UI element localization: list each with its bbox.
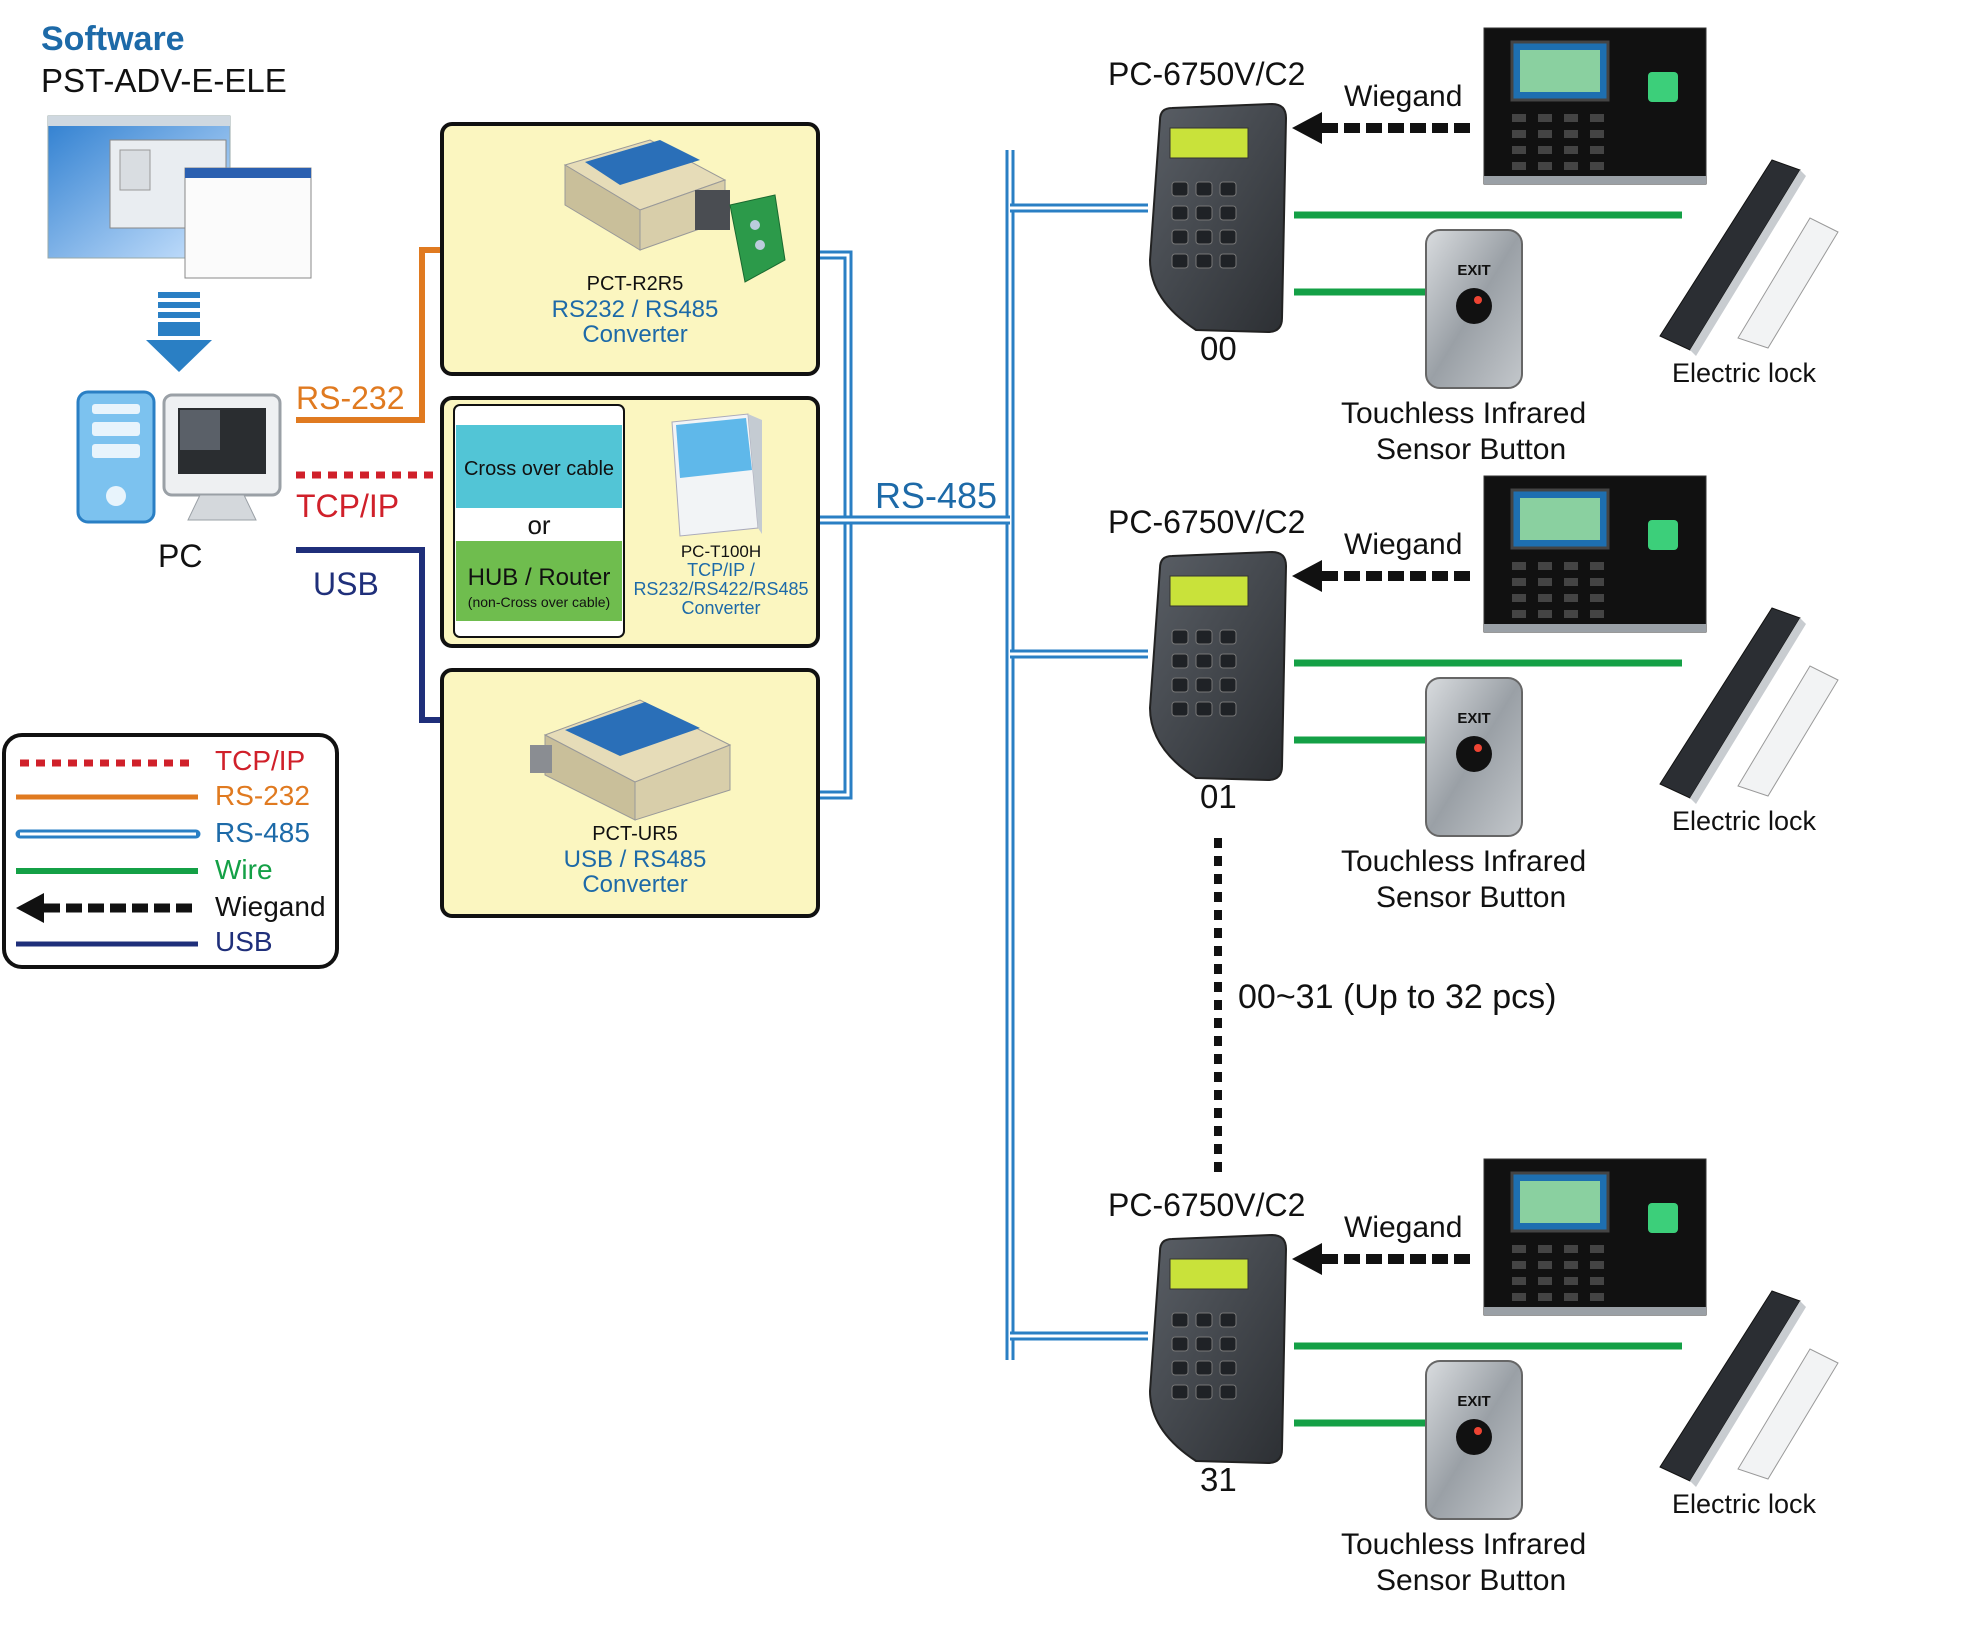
wiegand-label: Wiegand — [1344, 80, 1463, 113]
usb-link — [296, 547, 442, 723]
rs485-bus — [818, 150, 1148, 1360]
exit-button-icon — [1425, 677, 1523, 837]
electric-lock-icon — [1659, 159, 1839, 356]
legend-label-tcpip: TCP/IP — [215, 745, 306, 776]
legend-label-rs485: RS-485 — [215, 817, 310, 848]
ur5-model: PCT-UR5 — [592, 823, 678, 845]
lock-label: Electric lock — [1672, 806, 1817, 836]
usb-label: USB — [313, 566, 379, 602]
exit-button-icon — [1425, 1360, 1523, 1520]
ur5-line1: USB / RS485 — [563, 846, 707, 873]
unit-group — [1148, 475, 1839, 837]
ur5-line2: Converter — [582, 871, 688, 898]
reader-id-label: 01 — [1200, 778, 1237, 815]
t100h-model: PC-T100H — [680, 542, 762, 561]
exit-label: EXIT — [1457, 1393, 1491, 1410]
legend-swatches — [15, 759, 201, 947]
software-product-name: PST-ADV-E-ELE — [41, 62, 287, 99]
tcpip-label: TCP/IP — [296, 488, 400, 524]
electric-lock-icon — [1659, 607, 1839, 804]
reader-id-label: 00 — [1200, 330, 1237, 367]
legend-label-rs232: RS-232 — [215, 780, 310, 811]
software-heading: Software — [41, 20, 185, 58]
reader-model-label: PC-6750V/C2 — [1108, 56, 1306, 92]
unit-range-note: 00~31 (Up to 32 pcs) — [1238, 978, 1557, 1016]
fingerprint-terminal-icon — [1483, 27, 1707, 185]
wiegand-arrow-icon — [1292, 560, 1322, 592]
button-label-line2: Sensor Button — [1376, 1564, 1567, 1597]
r2r5-model: PCT-R2R5 — [586, 273, 684, 295]
wiegand-label: Wiegand — [1344, 528, 1463, 561]
button-label-line2: Sensor Button — [1376, 881, 1567, 914]
exit-label: EXIT — [1457, 710, 1491, 727]
wiegand-arrow-icon — [1292, 112, 1322, 144]
button-label-line2: Sensor Button — [1376, 433, 1567, 466]
electric-lock-icon — [1659, 1290, 1839, 1487]
rs232-label: RS-232 — [296, 380, 405, 416]
ur5-converter-device — [530, 699, 732, 821]
wiegand-label: Wiegand — [1344, 1211, 1463, 1244]
pc-computer-icon — [76, 390, 282, 524]
t100h-line1: TCP/IP / — [687, 560, 755, 580]
legend-label-wire: Wire — [215, 854, 273, 885]
software-screenshot — [47, 115, 312, 279]
network-option-panel — [453, 404, 625, 638]
reader-keypad-icon — [1148, 550, 1288, 782]
t100h-converter-device — [671, 413, 762, 537]
unit-group — [1148, 1158, 1839, 1520]
exit-label: EXIT — [1457, 262, 1491, 279]
r2r5-line2: Converter — [582, 321, 688, 348]
reader-keypad-icon — [1148, 102, 1288, 334]
pc-label: PC — [158, 538, 203, 574]
r2r5-label: PCT-R2R5 RS232 / RS485 Converter — [520, 272, 750, 347]
cross-over-cable-label: Cross over cable — [463, 458, 615, 480]
reader-model-label: PC-6750V/C2 — [1108, 504, 1306, 540]
or-label: or — [527, 510, 551, 540]
reader-keypad-icon — [1148, 1233, 1288, 1465]
reader-id-label: 31 — [1200, 1461, 1237, 1498]
wiegand-arrow-icon — [1292, 1243, 1322, 1275]
legend-label-usb: USB — [215, 926, 273, 957]
ur5-label: PCT-UR5 USB / RS485 Converter — [520, 822, 750, 897]
lock-label: Electric lock — [1672, 358, 1817, 388]
legend-box — [2, 733, 339, 969]
rs232-link — [296, 247, 442, 423]
reader-model-label: PC-6750V/C2 — [1108, 1187, 1306, 1223]
t100h-line2: RS232/RS422/RS485 — [633, 579, 809, 599]
hub-router-label: HUB / Router — [467, 564, 611, 591]
unit-group — [1148, 27, 1839, 389]
rs485-label: RS-485 — [875, 475, 998, 516]
lock-label: Electric lock — [1672, 1489, 1817, 1519]
fingerprint-terminal-icon — [1483, 1158, 1707, 1316]
r2r5-converter-device — [563, 139, 786, 283]
r2r5-line1: RS232 / RS485 — [551, 296, 719, 323]
hub-router-note: (non-Cross over cable) — [467, 594, 611, 610]
legend-label-wiegand: Wiegand — [215, 891, 326, 922]
t100h-line3: Converter — [681, 598, 761, 618]
fingerprint-terminal-icon — [1483, 475, 1707, 633]
t100h-label: PC-T100H TCP/IP / RS232/RS422/RS485 Conv… — [624, 542, 818, 618]
button-label-line1: Touchless Infrared — [1341, 1528, 1587, 1561]
download-arrow-icon — [146, 292, 212, 372]
button-label-line1: Touchless Infrared — [1341, 397, 1587, 430]
exit-button-icon — [1425, 229, 1523, 389]
button-label-line1: Touchless Infrared — [1341, 845, 1587, 878]
